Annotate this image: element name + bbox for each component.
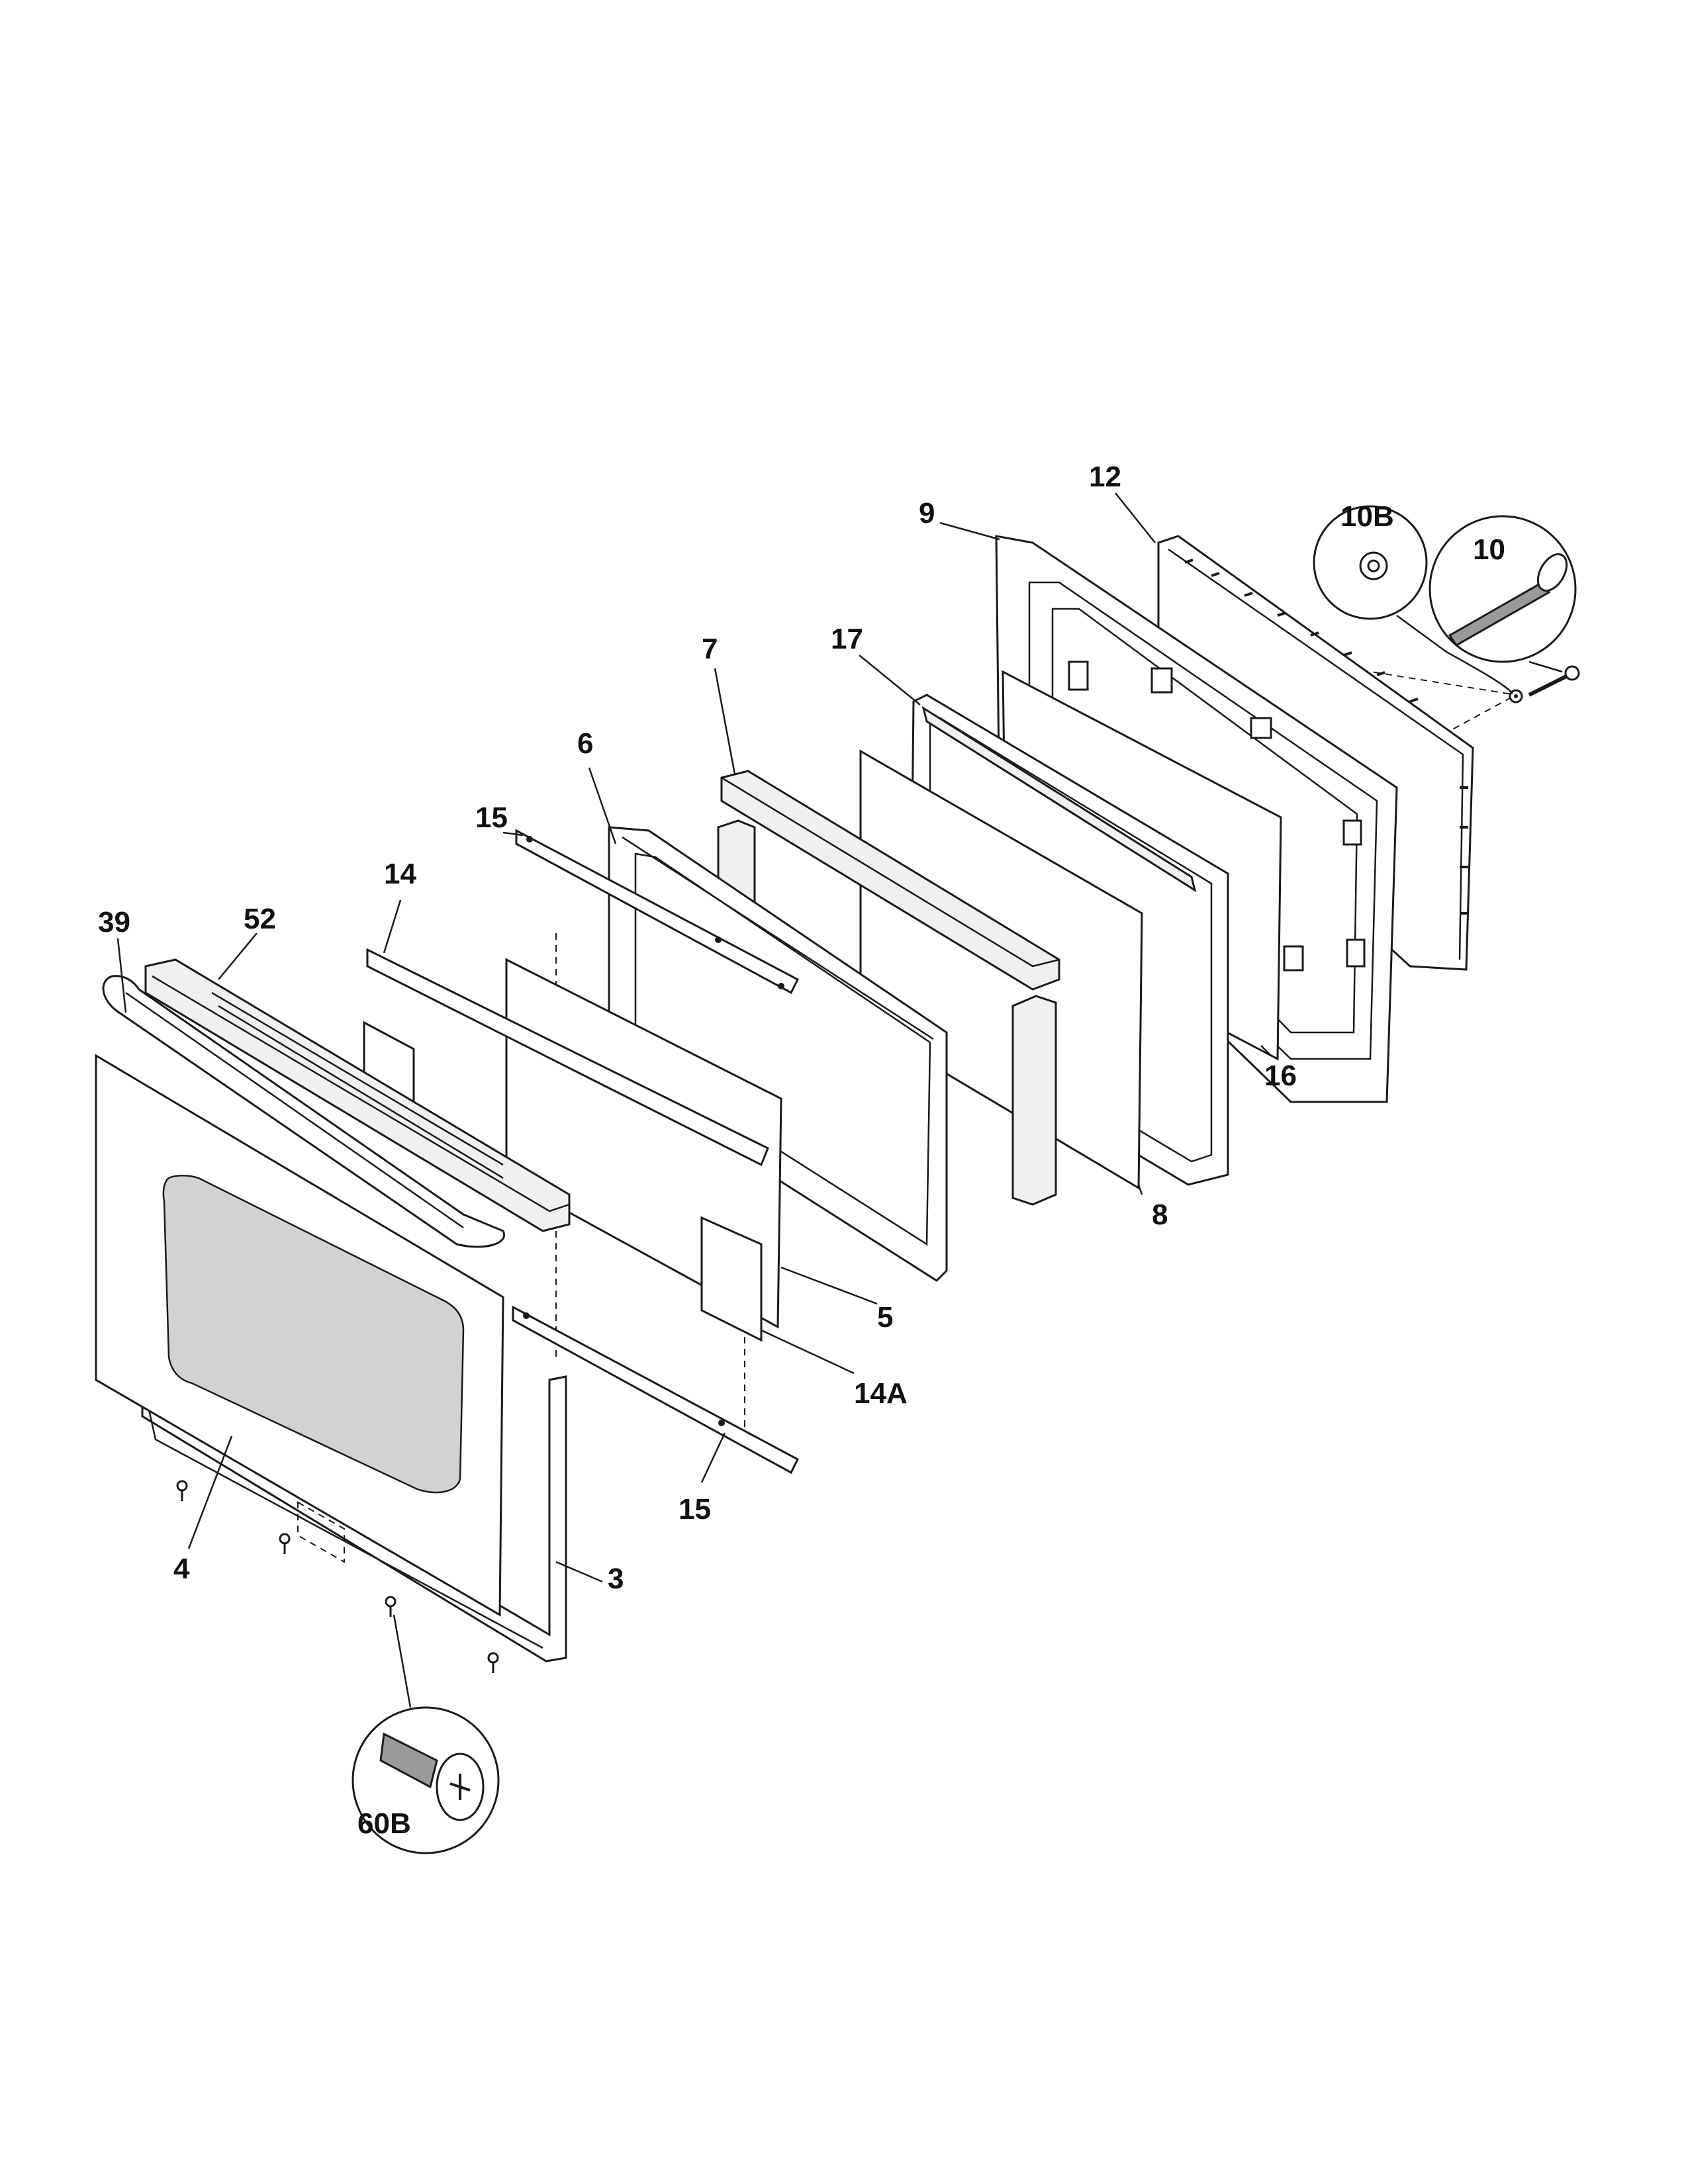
part-14-insulation-strip [366, 948, 769, 1167]
callout-10-hinge-pin [1429, 515, 1577, 673]
label-17: 17 [831, 623, 863, 655]
label-60b: 60B [357, 1807, 411, 1840]
part-number-labels: 39 52 14 15 6 7 17 9 12 10B 10 16 8 5 14… [98, 461, 1505, 1840]
label-12: 12 [1089, 461, 1121, 493]
screw-icon [379, 1732, 485, 1821]
callout-10b-washer [1313, 505, 1513, 694]
part-15-bottom-channel [512, 1305, 799, 1475]
label-15-top: 15 [475, 801, 508, 834]
screw-markers [176, 1480, 499, 1673]
label-14: 14 [384, 858, 416, 890]
screw-icon [487, 1652, 499, 1673]
label-3: 3 [608, 1563, 624, 1595]
label-4: 4 [173, 1553, 190, 1585]
label-8: 8 [1152, 1199, 1168, 1231]
hinge-pin-icon [1448, 553, 1568, 647]
leader-lines [117, 492, 1272, 1583]
part-10-hinge-pin-small [1509, 665, 1580, 704]
label-5: 5 [877, 1301, 893, 1334]
label-10b: 10B [1340, 500, 1394, 533]
label-6: 6 [577, 727, 593, 760]
label-7: 7 [702, 633, 718, 665]
screw-icon [279, 1533, 291, 1554]
label-39: 39 [98, 906, 130, 938]
callout-60b-screw [352, 1614, 500, 1854]
label-15-bottom: 15 [679, 1493, 711, 1525]
part-4-outer-door-panel [95, 1054, 504, 1617]
label-14a: 14A [854, 1377, 908, 1410]
label-9: 9 [919, 497, 935, 529]
part-52-vent-trim [144, 958, 571, 1232]
screw-icon [176, 1480, 188, 1501]
label-16: 16 [1264, 1060, 1297, 1092]
label-10: 10 [1473, 533, 1505, 566]
screw-icon [385, 1596, 397, 1617]
part-15-top-channel [515, 829, 799, 995]
part-39-door-handle [102, 975, 506, 1248]
label-52: 52 [244, 903, 276, 935]
